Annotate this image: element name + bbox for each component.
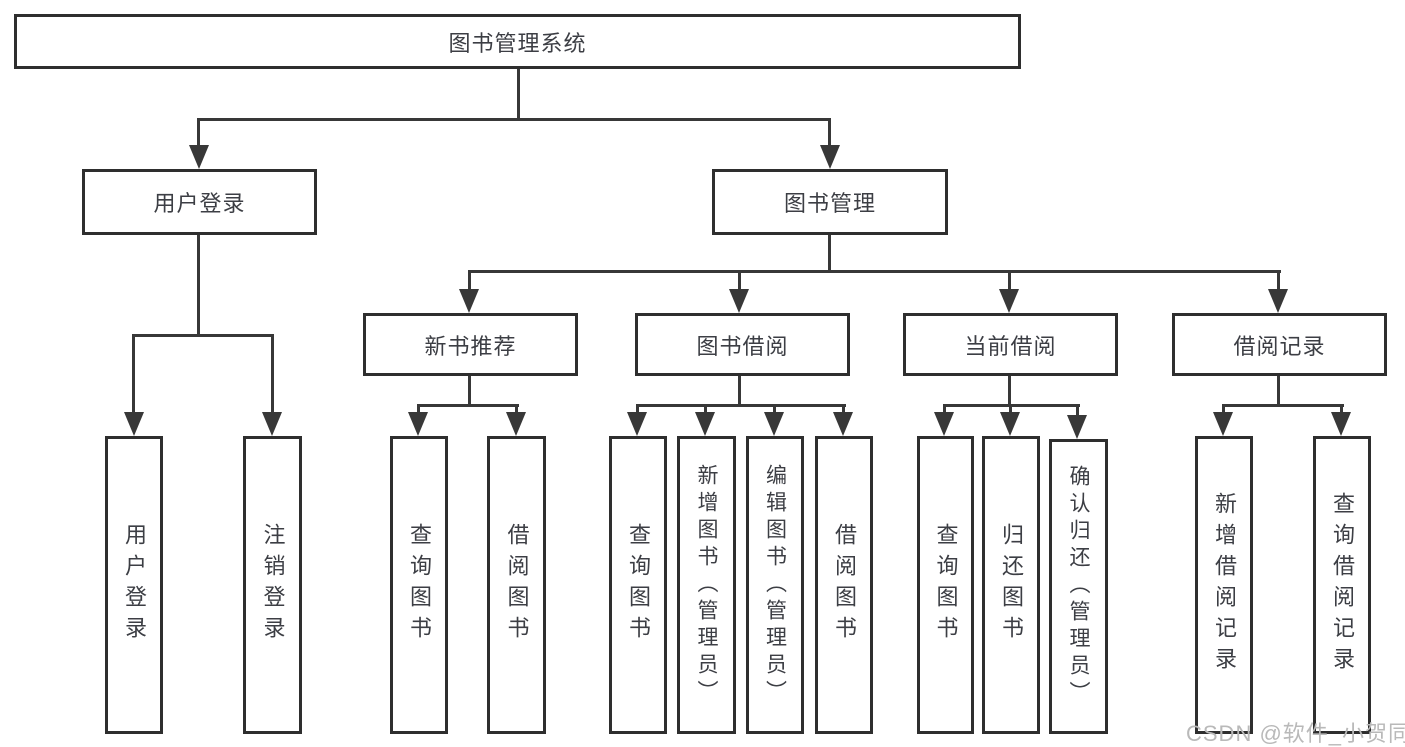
connector-cb-leaf3-drop	[1076, 406, 1079, 416]
leaf-newbook-query-label: 查询图书	[407, 523, 432, 647]
connector-userlogin-drop	[197, 120, 200, 148]
node-user-login: 用户登录	[82, 169, 317, 235]
node-book-borrow-label: 图书借阅	[696, 333, 789, 359]
node-current-borrow: 当前借阅	[903, 313, 1118, 376]
connector-nb-leaf2-drop	[515, 406, 518, 414]
leaf-current-return-label: 归还图书	[999, 523, 1024, 647]
node-new-book-label: 新书推荐	[424, 333, 517, 359]
connector-newbook-drop	[468, 272, 471, 290]
arrowhead-bb-leaf3-icon	[764, 412, 784, 436]
arrowhead-nb-leaf2-icon	[506, 412, 526, 436]
arrowhead-nb-leaf1-icon	[408, 412, 428, 436]
connector-cb-leaf1-drop	[943, 406, 946, 414]
connector-records-stem	[1277, 376, 1280, 407]
leaf-current-query: 查询图书	[917, 436, 974, 734]
connector-records-drop	[1277, 272, 1280, 290]
node-new-book: 新书推荐	[363, 313, 578, 376]
connector-newbook-stem	[468, 376, 471, 407]
connector-bb-leaf2-drop	[704, 406, 707, 414]
arrowhead-leaf-login-icon	[124, 412, 144, 436]
connector-userlogin-stem	[197, 235, 200, 337]
arrowhead-cb-leaf1-icon	[934, 412, 954, 436]
connector-bb-leaf4-drop	[842, 406, 845, 414]
leaf-newbook-query: 查询图书	[390, 436, 448, 734]
connector-bookmgmt-stem	[828, 235, 831, 273]
connector-bookmgmt-drop	[828, 120, 831, 148]
leaf-newbook-borrow: 借阅图书	[487, 436, 546, 734]
leaf-record-query-label: 查询借阅记录	[1330, 492, 1355, 678]
node-book-mgmt-label: 图书管理	[783, 191, 876, 216]
connector-rec-leaf1-drop	[1222, 406, 1225, 414]
connector-bookmgmt-branch	[468, 270, 1281, 273]
connector-bookborrow-stem	[738, 376, 741, 407]
arrowhead-bookmgmt-icon	[820, 145, 840, 169]
leaf-current-return: 归还图书	[982, 436, 1040, 734]
arrowhead-bb-leaf1-icon	[627, 412, 647, 436]
leaf-record-query: 查询借阅记录	[1313, 436, 1371, 734]
leaf-borrow-query-label: 查询图书	[626, 523, 651, 647]
leaf-current-query-label: 查询图书	[933, 523, 959, 647]
node-borrow-records-label: 借阅记录	[1233, 333, 1326, 359]
arrowhead-rec-leaf2-icon	[1331, 412, 1351, 436]
connector-bb-leaf1-drop	[636, 406, 639, 414]
connector-leaf-logout-drop	[271, 336, 274, 414]
arrowhead-bb-leaf4-icon	[833, 412, 853, 436]
connector-bookborrow-branch	[636, 404, 846, 407]
leaf-user-login: 用户登录	[105, 436, 163, 734]
leaf-current-confirm-label: 确认归还（管理员）	[1067, 465, 1090, 708]
connector-leaf-login-drop	[132, 336, 135, 414]
leaf-current-confirm: 确认归还（管理员）	[1049, 439, 1108, 734]
connector-root-branch	[197, 118, 831, 121]
arrowhead-userlogin-icon	[189, 145, 209, 169]
node-book-borrow: 图书借阅	[635, 313, 850, 376]
csdn-watermark: CSDN @软件_小贺同学	[1186, 721, 1405, 746]
leaf-borrow-query: 查询图书	[609, 436, 667, 734]
connector-root-stem	[517, 69, 520, 120]
arrowhead-bookborrow-icon	[729, 289, 749, 313]
arrowhead-bb-leaf2-icon	[695, 412, 715, 436]
leaf-logout: 注销登录	[243, 436, 302, 734]
connector-currentborrow-stem	[1008, 376, 1011, 407]
connector-currentborrow-branch	[943, 404, 1080, 407]
arrowhead-rec-leaf1-icon	[1213, 412, 1233, 436]
leaf-logout-label: 注销登录	[260, 523, 286, 647]
connector-bb-leaf3-drop	[773, 406, 776, 414]
node-root: 图书管理系统	[14, 14, 1021, 69]
node-borrow-records: 借阅记录	[1172, 313, 1387, 376]
connector-currentborrow-drop	[1008, 272, 1011, 290]
leaf-borrow-book: 借阅图书	[815, 436, 873, 734]
connector-newbook-branch	[417, 404, 519, 407]
leaf-borrow-add: 新增图书（管理员）	[677, 436, 736, 734]
arrowhead-cb-leaf3-icon	[1067, 415, 1087, 439]
node-current-borrow-label: 当前借阅	[964, 333, 1057, 359]
node-book-mgmt: 图书管理	[712, 169, 948, 235]
arrowhead-newbook-icon	[459, 289, 479, 313]
leaf-newbook-borrow-label: 借阅图书	[504, 523, 530, 647]
node-user-login-label: 用户登录	[153, 191, 246, 216]
leaf-borrow-edit: 编辑图书（管理员）	[746, 436, 804, 734]
connector-rec-leaf2-drop	[1340, 406, 1343, 414]
arrowhead-currentborrow-icon	[999, 289, 1019, 313]
leaf-borrow-edit-label: 编辑图书（管理员）	[763, 463, 787, 707]
leaf-record-add-label: 新增借阅记录	[1212, 492, 1237, 678]
connector-cb-leaf2-drop	[1009, 406, 1012, 414]
leaf-record-add: 新增借阅记录	[1195, 436, 1253, 734]
node-root-label: 图书管理系统	[448, 30, 587, 56]
arrowhead-leaf-logout-icon	[262, 412, 282, 436]
connector-records-branch	[1222, 404, 1344, 407]
connector-nb-leaf1-drop	[417, 406, 420, 414]
arrowhead-cb-leaf2-icon	[1000, 412, 1020, 436]
leaf-user-login-label: 用户登录	[122, 523, 147, 647]
connector-userlogin-branch	[132, 334, 274, 337]
arrowhead-records-icon	[1268, 289, 1288, 313]
connector-bookborrow-drop	[738, 272, 741, 290]
leaf-borrow-add-label: 新增图书（管理员）	[695, 463, 718, 707]
leaf-borrow-book-label: 借阅图书	[832, 523, 857, 647]
